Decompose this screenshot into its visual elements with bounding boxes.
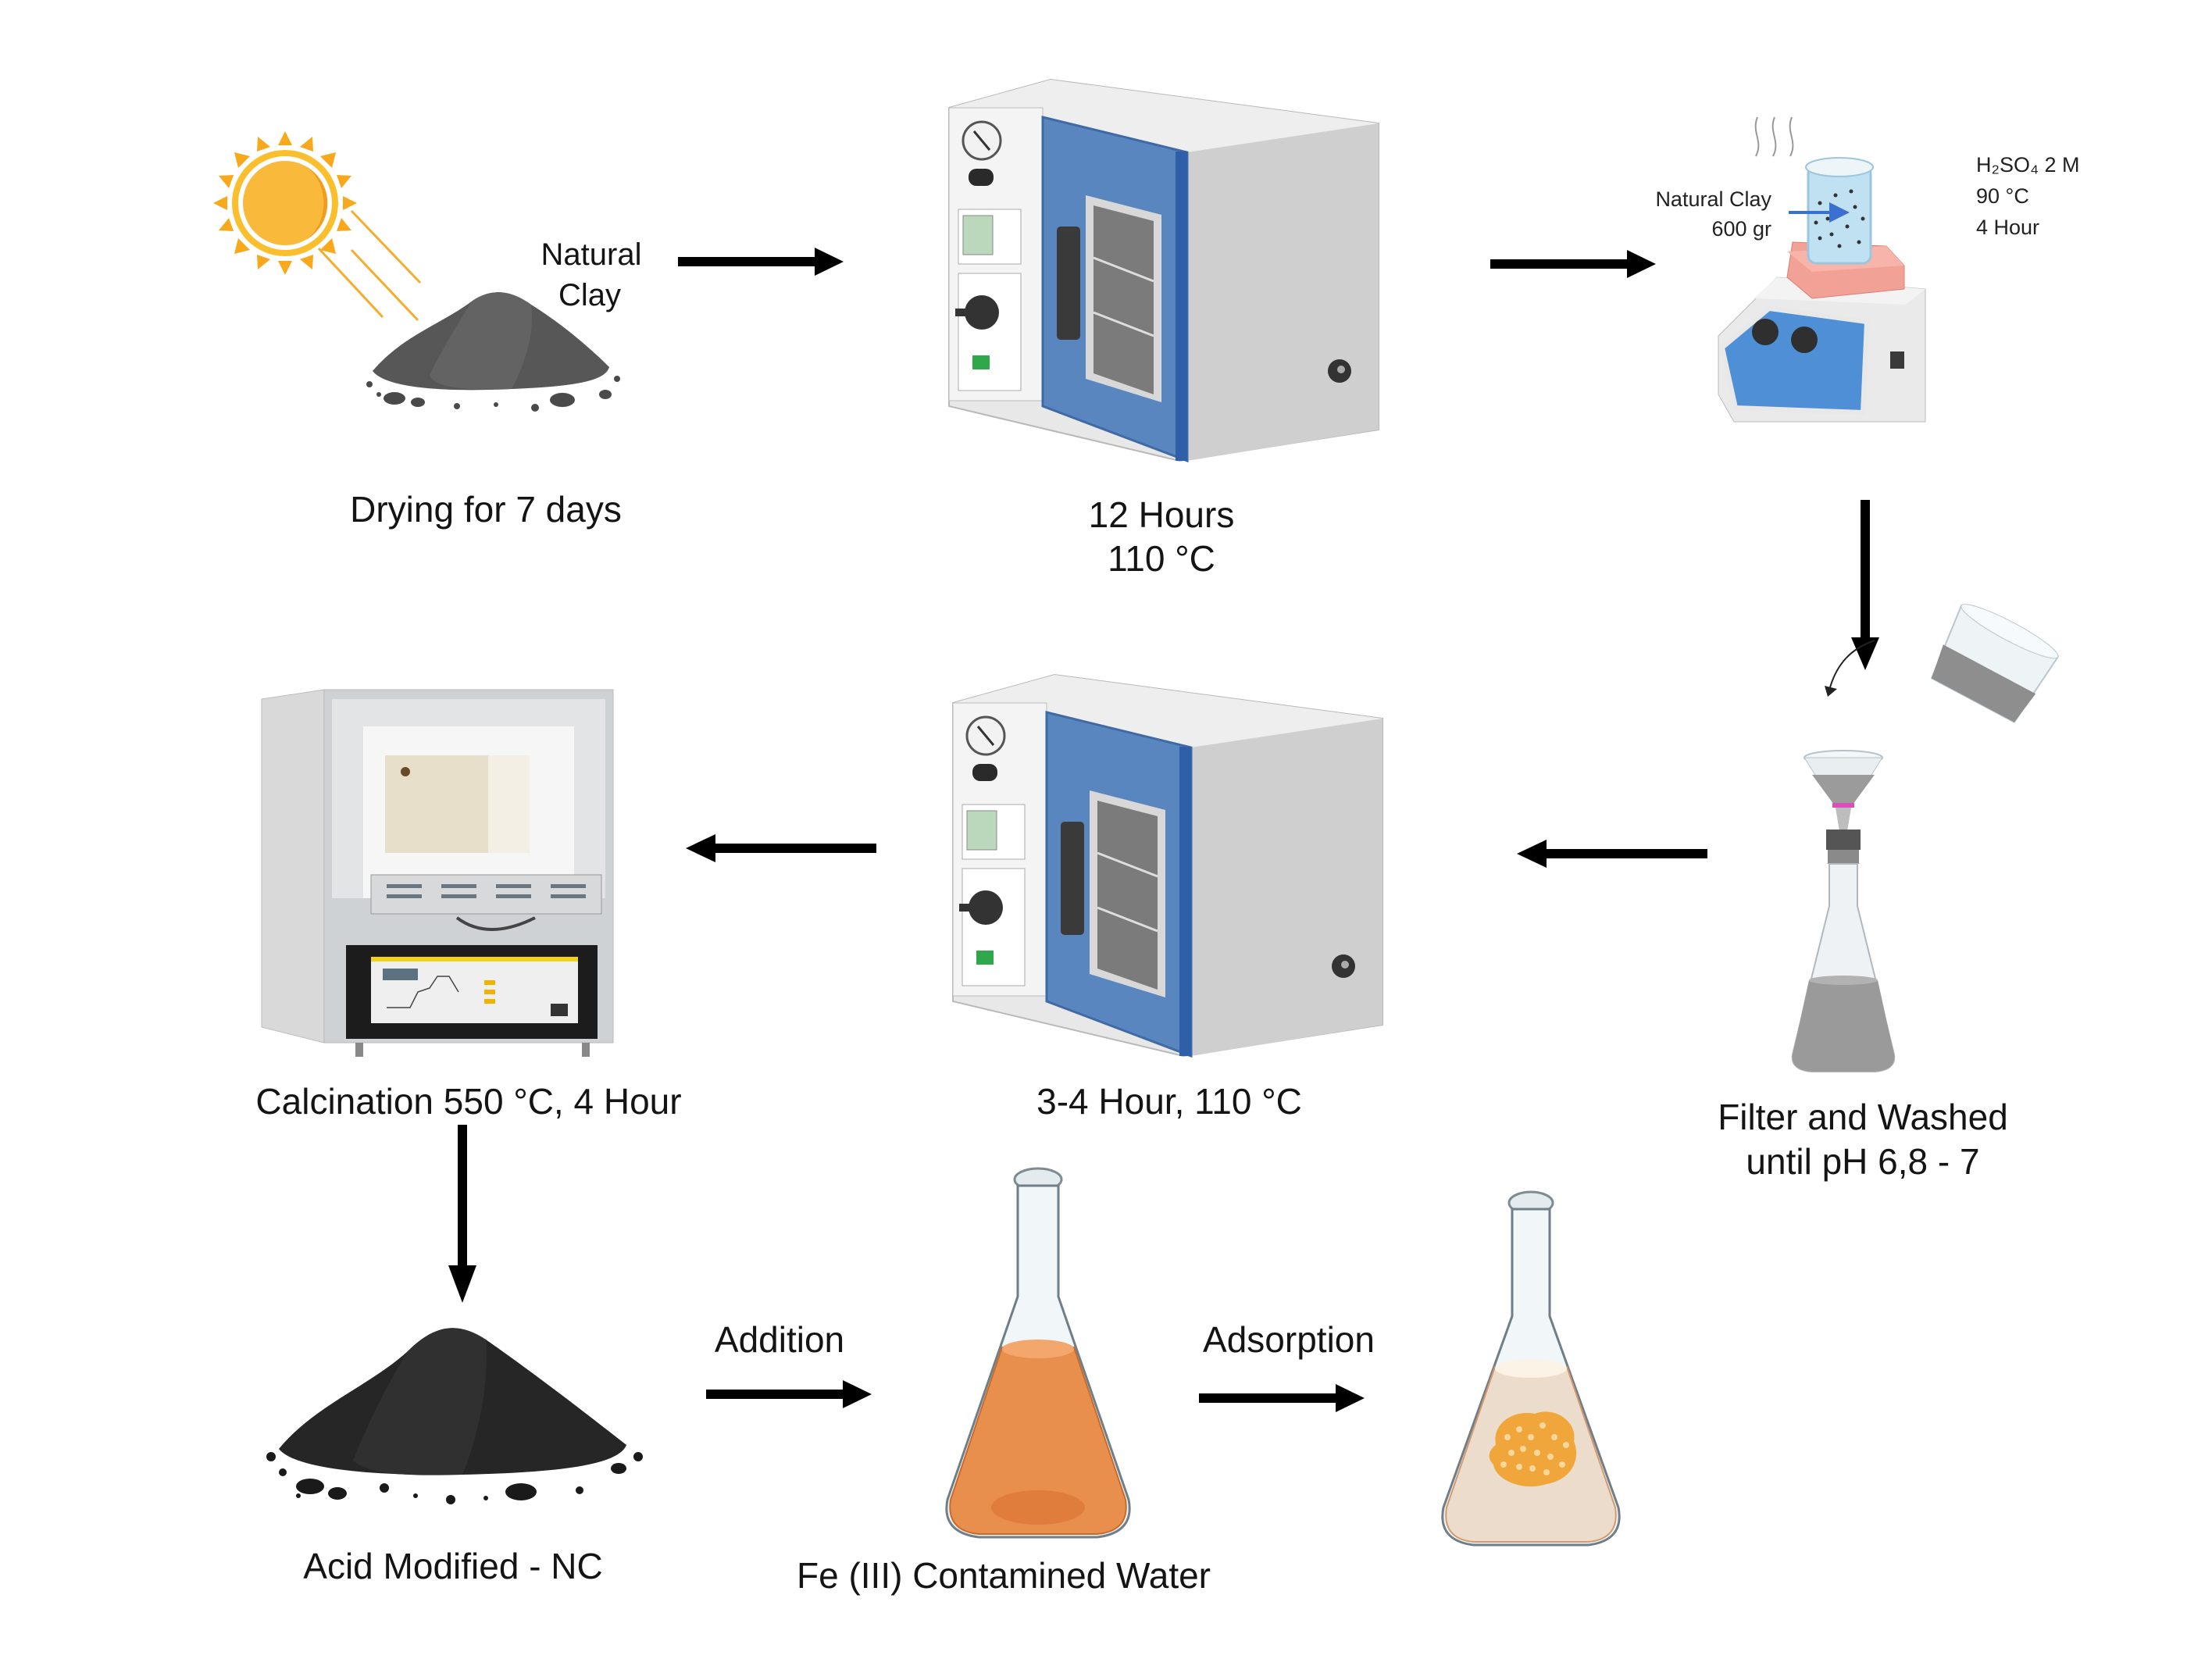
filter-caption-line2: until pH 6,8 - 7 <box>1746 1141 1980 1182</box>
arrow-right-adsorption <box>1199 1384 1365 1412</box>
drying-oven-icon <box>948 78 1379 463</box>
arrow-down-2 <box>448 1125 476 1303</box>
product-caption: Acid Modified - NC <box>303 1546 603 1586</box>
arrow-right-addition <box>706 1380 872 1408</box>
acid-condition-line3: 4 Hour <box>1976 216 2040 239</box>
sun-icon <box>213 131 357 275</box>
arrow-down-1 <box>1851 500 1879 670</box>
natural-clay-pile-icon <box>366 292 620 412</box>
filter-caption-line1: Filter and Washed <box>1718 1097 2008 1137</box>
natural-clay-label-line1: Natural <box>541 237 642 272</box>
drying-caption: Drying for 7 days <box>350 489 622 530</box>
clay-input-label-line1: Natural Clay <box>1655 187 1771 211</box>
fe-water-caption: Fe (III) Contamined Water <box>796 1555 1211 1596</box>
arrow-left-1 <box>1517 840 1707 868</box>
arrow-right-1 <box>678 248 844 276</box>
arrow-right-2 <box>1490 250 1656 278</box>
sun-rays-icon <box>317 209 422 322</box>
adsorbed-flask-icon <box>1441 1190 1621 1547</box>
adsorption-label: Adsorption <box>1203 1319 1375 1360</box>
input-arrow-icon <box>1789 202 1850 223</box>
black-powder-pile-icon <box>266 1328 643 1504</box>
oven2-caption: 3-4 Hour, 110 °C <box>1036 1081 1302 1122</box>
acid-condition-line2: 90 °C <box>1976 184 2029 208</box>
muffle-furnace-icon <box>261 689 614 1057</box>
calcination-caption: Calcination 550 °C, 4 Hour <box>255 1081 682 1122</box>
orange-erlenmeyer-flask-icon <box>945 1167 1131 1539</box>
addition-label: Addition <box>714 1319 845 1360</box>
hotplate-beaker-icon <box>1718 116 1926 423</box>
acid-condition-line1: H₂SO₄ 2 M <box>1976 153 2080 177</box>
clay-input-label-line2: 600 gr <box>1711 217 1771 241</box>
oven1-caption-line1: 12 Hours <box>1088 494 1235 535</box>
arrow-left-2 <box>686 834 876 862</box>
drying-oven-icon-2 <box>952 673 1383 1058</box>
oven1-caption-line2: 110 °C <box>1108 538 1215 579</box>
filtration-flask-icon <box>1791 604 2060 1072</box>
natural-clay-label-line2: Clay <box>558 278 622 312</box>
